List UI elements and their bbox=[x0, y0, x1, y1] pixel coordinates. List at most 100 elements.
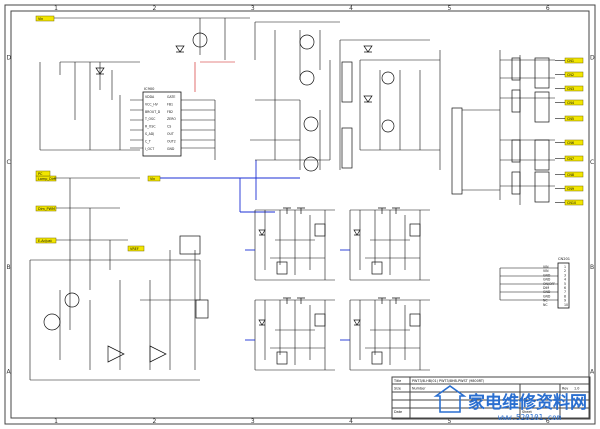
transistor-q6 bbox=[381, 119, 395, 133]
title-block: Title PWT3/8-HB(01) PWT3/8HB-PWST (9800R… bbox=[391, 376, 591, 420]
net-tag-label: VREF bbox=[130, 247, 139, 251]
watermark-title: 家电维修资料网 bbox=[468, 392, 587, 413]
diode-d2 bbox=[363, 95, 373, 103]
ic900-ref: IC900 bbox=[144, 87, 155, 91]
diode bbox=[353, 229, 361, 236]
diode bbox=[353, 319, 361, 326]
ic-pin-label: GATE bbox=[167, 95, 175, 99]
transistor-q900 bbox=[43, 313, 61, 331]
capacitor bbox=[283, 207, 291, 214]
sheet-border bbox=[4, 4, 596, 425]
ic-pin-label: OUT2 bbox=[167, 139, 176, 143]
net-tag: Vin bbox=[147, 175, 161, 182]
net-tag-label: PC bbox=[38, 172, 43, 176]
title-text: PWT3/8-HB(01) PWT3/8HB-PWST (9800RT) bbox=[412, 379, 485, 383]
column-marker: 5 bbox=[448, 418, 452, 425]
ic-pin-label: VDDA bbox=[145, 95, 155, 99]
output-tag: CN3 bbox=[555, 85, 584, 92]
column-marker: 5 bbox=[448, 5, 452, 12]
net-tag: Dim_PWM bbox=[35, 205, 57, 212]
row-marker: C bbox=[590, 159, 594, 166]
capacitor bbox=[297, 297, 305, 304]
mosfet-q4 bbox=[303, 156, 319, 172]
half-bridge-stage bbox=[95, 21, 441, 172]
ic-pin-label: T_OSC bbox=[144, 117, 156, 121]
capacitor bbox=[283, 297, 291, 304]
opamp-package bbox=[179, 235, 201, 255]
size-label: Size bbox=[394, 387, 401, 391]
ic-pin-label: VCC_HV bbox=[145, 102, 159, 106]
net-tag-label: Lamp_Dim bbox=[38, 177, 57, 181]
comparator-a bbox=[107, 345, 125, 363]
output-transformer-section bbox=[451, 50, 555, 205]
lamp-transformer-1 bbox=[534, 57, 550, 89]
connector-pin-signal: GND bbox=[543, 278, 551, 282]
revision-value: 1.0 bbox=[574, 387, 579, 391]
watermark-url: www.520101.com bbox=[498, 413, 562, 422]
row-marker: B bbox=[7, 264, 11, 271]
control-wiring bbox=[39, 17, 300, 330]
connector-pin-number: 5 bbox=[564, 282, 566, 286]
ic-pin-label: FB1 bbox=[167, 102, 173, 106]
switching-cell bbox=[245, 207, 335, 281]
output-tag-label: CN4 bbox=[567, 101, 574, 105]
row-marker: A bbox=[590, 369, 595, 376]
net-tag-label: Vin bbox=[150, 177, 155, 181]
switching-cell bbox=[340, 207, 430, 281]
connector-pin-number: 3 bbox=[564, 273, 566, 277]
output-tag: CN2 bbox=[555, 71, 584, 78]
row-marker: A bbox=[7, 369, 12, 376]
mosfet-lower bbox=[371, 351, 383, 365]
revision-label: Rev bbox=[562, 387, 568, 391]
switching-cell bbox=[340, 297, 430, 371]
ballast-cap-4 bbox=[511, 171, 521, 195]
date-label: Date bbox=[394, 410, 402, 414]
output-tag-label: CN6 bbox=[567, 141, 574, 145]
title-block-frame bbox=[391, 376, 591, 420]
ic-pin-label: GND bbox=[167, 147, 175, 151]
output-tag: CN6 bbox=[555, 139, 584, 146]
connector-pin-number: 9 bbox=[564, 299, 566, 303]
diode-d3 bbox=[95, 67, 105, 75]
house-logo-icon bbox=[433, 385, 467, 413]
ic-pin-label: BROUT_D bbox=[145, 110, 161, 114]
row-marker: B bbox=[590, 264, 594, 271]
output-tag: CN8 bbox=[555, 171, 584, 178]
main-controller-ic: IC900 VDDAVCC_HVBROUT_DT_OSCR_OSCS_ADJC_… bbox=[142, 87, 182, 157]
mosfet-lower bbox=[276, 261, 288, 275]
mosfet-lower bbox=[276, 351, 288, 365]
capacitor bbox=[297, 207, 305, 214]
diode bbox=[258, 319, 266, 326]
connector-pin-number: 6 bbox=[564, 286, 566, 290]
row-marker: D bbox=[7, 54, 12, 61]
net-tag: Vin bbox=[35, 15, 55, 22]
connector-pin-signal: NC bbox=[543, 299, 548, 303]
net-tag-label: E-Adjust bbox=[38, 239, 53, 243]
diode-zener bbox=[175, 45, 185, 53]
column-marker: 4 bbox=[349, 5, 353, 12]
ic-pin-label: CS bbox=[167, 125, 171, 129]
sheet-label: Sheet bbox=[522, 410, 532, 414]
ic-pin-label: ZERO bbox=[167, 117, 176, 121]
ic900-body bbox=[142, 91, 182, 157]
lamp-transformer-3 bbox=[534, 139, 550, 171]
connector-pin-signal: VIN bbox=[543, 269, 549, 273]
output-tag-label: CN5 bbox=[567, 117, 574, 121]
connector-pin-signal: GND bbox=[543, 273, 551, 277]
row-marker: C bbox=[7, 159, 11, 166]
diode bbox=[258, 229, 266, 236]
column-marker: 6 bbox=[546, 5, 550, 12]
output-tag: CN1 bbox=[555, 57, 584, 64]
output-tag-label: CN3 bbox=[567, 87, 574, 91]
column-marker: 2 bbox=[153, 418, 157, 425]
ic-pin-label: S_ADJ bbox=[145, 132, 154, 136]
connector-pin-signal: DIM bbox=[543, 286, 549, 290]
column-marker: 6 bbox=[546, 418, 550, 425]
connector-cn201 bbox=[557, 262, 570, 309]
column-marker: 3 bbox=[251, 418, 255, 425]
